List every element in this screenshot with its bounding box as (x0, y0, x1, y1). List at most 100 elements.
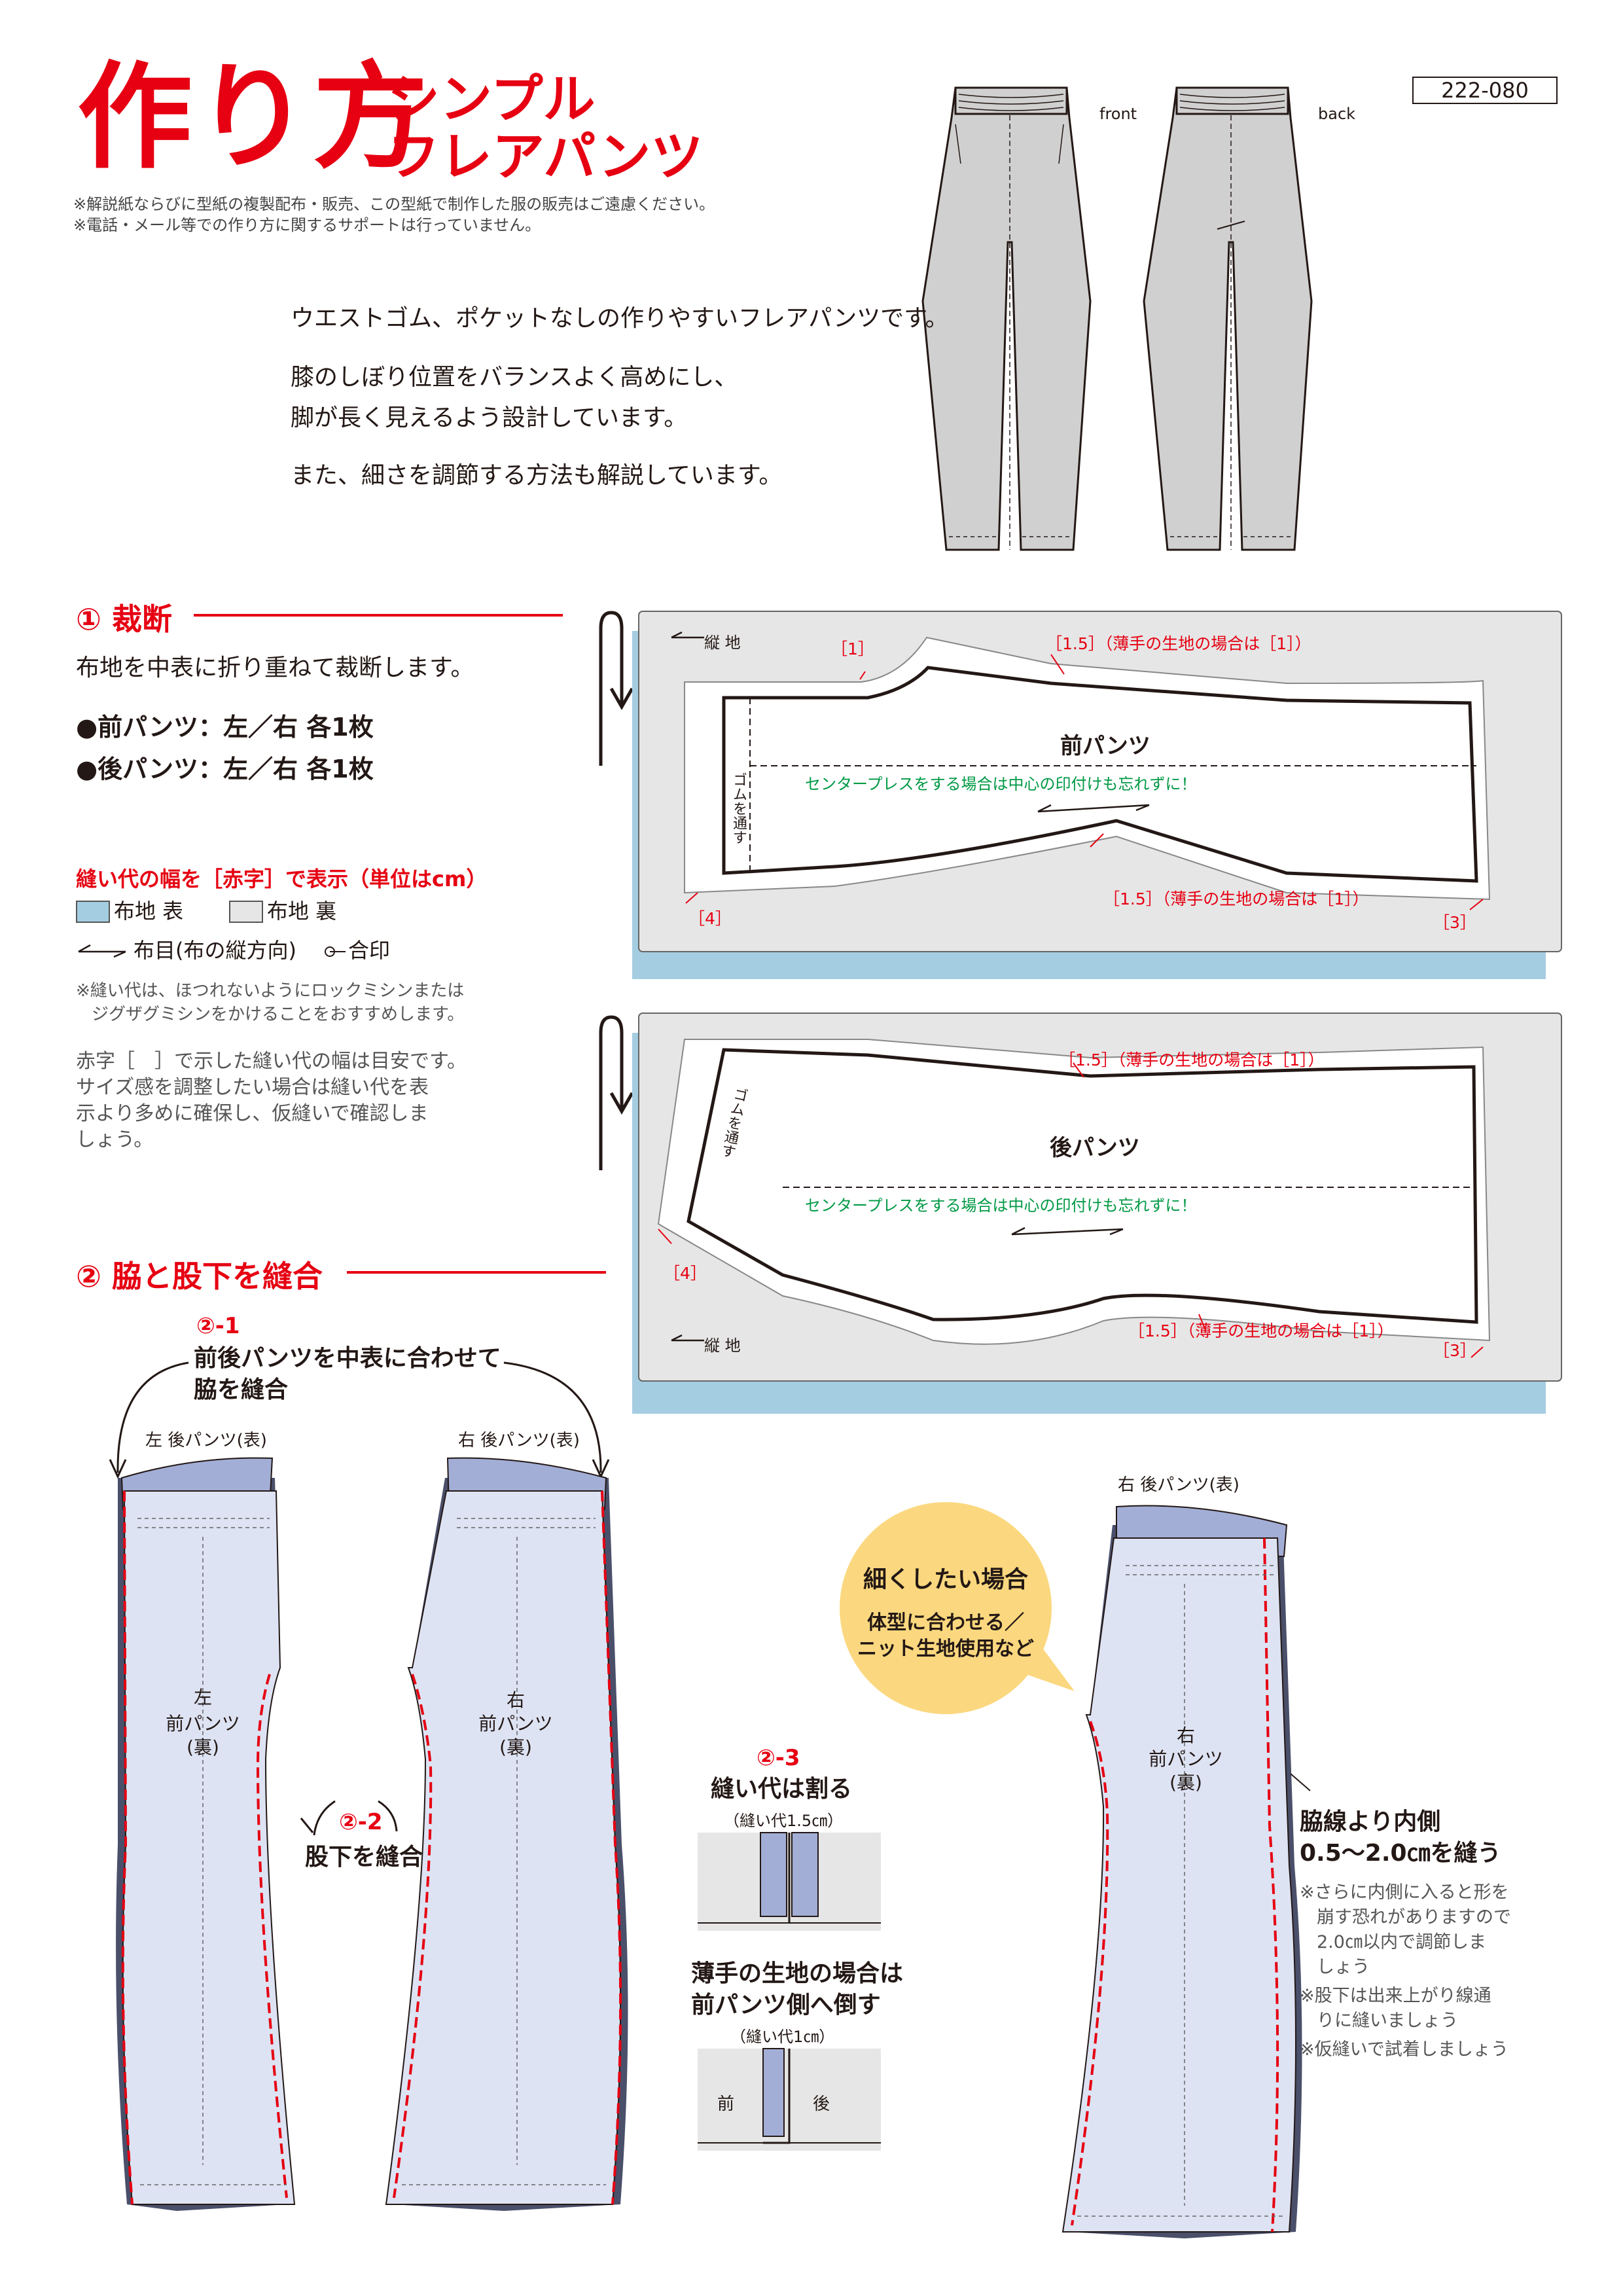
cutting-layout-front (632, 611, 1562, 979)
grain-arrow-icon (78, 944, 126, 958)
thin-fabric-line1: 薄手の生地の場合は (691, 1960, 904, 1987)
right-back-label: 右 後パンツ(表) (458, 1431, 580, 1450)
match-mark-icon (325, 946, 346, 957)
cutting-layout-back (632, 1013, 1562, 1414)
step-2-3-number: ②-3 (757, 1745, 800, 1771)
allowance-note-4: しょう。 (76, 1128, 154, 1151)
slim-note-6: りに縫いましょう (1317, 2011, 1458, 2031)
step-2-1-line2: 脇を縫合 (194, 1376, 289, 1403)
thin-fabric-sub: （縫い代1㎝） (730, 2028, 835, 2046)
slim-note-3: 2.0㎝以内で調節しま (1317, 1932, 1486, 1952)
left-front-piece-2: 前パンツ (166, 1713, 240, 1734)
legend-face-swatch (76, 901, 110, 923)
slim-pant-leg (1061, 1505, 1311, 2238)
allowance-note-3: 示より多めに確保し、仮縫いで確認しま (76, 1102, 429, 1125)
left-front-piece-3: (裏) (187, 1736, 219, 1758)
slim-note-5: ※股下は出来上がり線通 (1300, 1986, 1491, 2006)
legend-title: 縫い代の幅を［赤字］で表示（単位はcm） (76, 867, 488, 891)
step-2-1-number: ②-1 (196, 1313, 240, 1339)
sa-top-back: ［1.5］（薄手の生地の場合は［1］） (1059, 1050, 1325, 1069)
left-pant-leg (116, 1457, 296, 2211)
grain-label-front: 縦 地 (704, 634, 741, 652)
sa-4-back: ［4］ (664, 1264, 707, 1283)
slim-front-piece-2: 前パンツ (1149, 1748, 1223, 1770)
slim-note-4: しょう (1317, 1957, 1370, 1977)
cut-item-front: ●前パンツ：左／右 各1枚 (76, 713, 374, 742)
sewn-pant-legs (116, 1457, 628, 2211)
back-view-label: back (1318, 105, 1356, 123)
intro-line-4: また、細さを調節する方法も解説しています。 (291, 462, 783, 489)
right-front-piece-1: 右 (506, 1689, 525, 1711)
pressed-open-seam (698, 1832, 881, 1931)
slim-front-piece-1: 右 (1176, 1725, 1195, 1746)
center-note-front: センタープレスをする場合は中心の印付けも忘れずに！ (805, 775, 1197, 793)
bubble-line1: 体型に合わせる／ (867, 1611, 1024, 1634)
speech-bubble (840, 1502, 1075, 1714)
bubble-line2: ニット生地使用など (857, 1638, 1034, 1660)
pattern-code: 222-080 (1412, 77, 1558, 104)
intro-line-2: 膝のしぼり位置をバランスよく高めにし、 (291, 364, 738, 391)
serge-note-2: ジグザグミシンをかけることをおすすめします。 (92, 1005, 465, 1024)
step-2-3-text: 縫い代は割る (711, 1776, 853, 1803)
slim-back-label: 右 後パンツ(表) (1118, 1475, 1240, 1495)
intro-line-1: ウエストゴム、ポケットなしの作りやすいフレアパンツです。 (291, 305, 949, 332)
grain-label-back: 縦 地 (704, 1336, 741, 1355)
intro-line-3: 脚が長く見えるよう設計しています。 (291, 404, 688, 431)
copyright-note: ※解説紙ならびに型紙の複製配布・販売、この型紙で制作した服の販売はご遠慮ください… (73, 195, 715, 213)
support-note: ※電話・メール等での作り方に関するサポートは行っていません。 (73, 216, 541, 234)
page-subtitle-line1: シンプル (387, 69, 596, 130)
back-view-pants (1143, 86, 1313, 551)
section1-desc: 布地を中表に折り重ねて裁断します。 (76, 655, 474, 681)
center-note-back: センタープレスをする場合は中心の印付けも忘れずに！ (805, 1196, 1197, 1215)
legend-back-label: 布地 裏 (267, 899, 337, 924)
thin-fabric-line2: 前パンツ側へ倒す (691, 1992, 881, 2018)
pressed-to-front-seam (698, 2048, 881, 2151)
step-2-1-line1: 前後パンツを中表に合わせて (194, 1345, 501, 1372)
left-back-label: 左 後パンツ(表) (145, 1431, 267, 1450)
step-2-3-sub: （縫い代1.5㎝） (724, 1812, 844, 1830)
thin-back-label: 後 (813, 2094, 830, 2114)
front-view-label: front (1099, 105, 1137, 123)
sa-bottom-front: ［1.5］（薄手の生地の場合は［1］） (1103, 889, 1369, 908)
legend-match-label: 合印 (348, 938, 391, 963)
section2-rule (347, 1271, 606, 1274)
legend-grain-label: 布目(布の縦方向) (134, 938, 296, 963)
thin-front-label: 前 (717, 2094, 735, 2114)
fold-icon (599, 611, 634, 766)
sa-top-front: ［1.5］（薄手の生地の場合は［1］） (1046, 634, 1311, 653)
elastic-label-front: ゴムを通す (730, 772, 747, 844)
fold-icon (599, 1015, 634, 1170)
slim-note-7: ※仮縫いで試着しましょう (1300, 2039, 1508, 2060)
slim-note-2: 崩す恐れがありますので (1317, 1907, 1511, 1928)
page-title: 作り方 (77, 50, 431, 185)
right-pant-leg (385, 1457, 628, 2211)
back-piece-name: 後パンツ (1050, 1135, 1140, 1161)
step-2-2-number: ②-2 (339, 1809, 383, 1835)
legend-face-label: 布地 表 (114, 899, 184, 924)
sa-3-back: ［3］ (1433, 1341, 1476, 1360)
front-view-pants (921, 86, 1092, 551)
slim-title-1: 脇線より内側 (1300, 1808, 1441, 1835)
cut-item-back: ●後パンツ：左／右 各1枚 (76, 755, 374, 783)
sa-4-front: ［4］ (688, 909, 732, 928)
garment-illustration (921, 86, 1313, 551)
section1-rule (194, 614, 563, 617)
serge-note-1: ※縫い代は、ほつれないようにロックミシンまたは (76, 981, 465, 1001)
sa-3-front: ［3］ (1433, 913, 1476, 932)
step-2-2-text: 股下を縫合 (305, 1844, 423, 1871)
right-front-piece-3: (裏) (499, 1736, 532, 1758)
page-subtitle-line2: フレアパンツ (387, 126, 704, 187)
slim-note-1: ※さらに内側に入ると形を (1300, 1882, 1509, 1903)
allowance-note-1: 赤字［ ］で示した縫い代の幅は目安です。 (76, 1050, 467, 1073)
section1-title: ① 裁断 (76, 601, 172, 637)
right-front-piece-2: 前パンツ (478, 1713, 553, 1734)
sa-bottom-back: ［1.5］（薄手の生地の場合は［1］） (1128, 1321, 1394, 1340)
front-piece-name: 前パンツ (1060, 733, 1150, 759)
allowance-note-2: サイズ感を調整したい場合は縫い代を表 (76, 1076, 429, 1099)
legend-back-swatch (229, 901, 263, 923)
bubble-title: 細くしたい場合 (863, 1566, 1028, 1593)
sa-1-label: ［1］ (831, 639, 874, 658)
slim-front-piece-3: (裏) (1169, 1772, 1202, 1793)
left-front-piece-1: 左 (193, 1687, 212, 1708)
section2-title: ② 脇と股下を縫合 (76, 1259, 323, 1294)
